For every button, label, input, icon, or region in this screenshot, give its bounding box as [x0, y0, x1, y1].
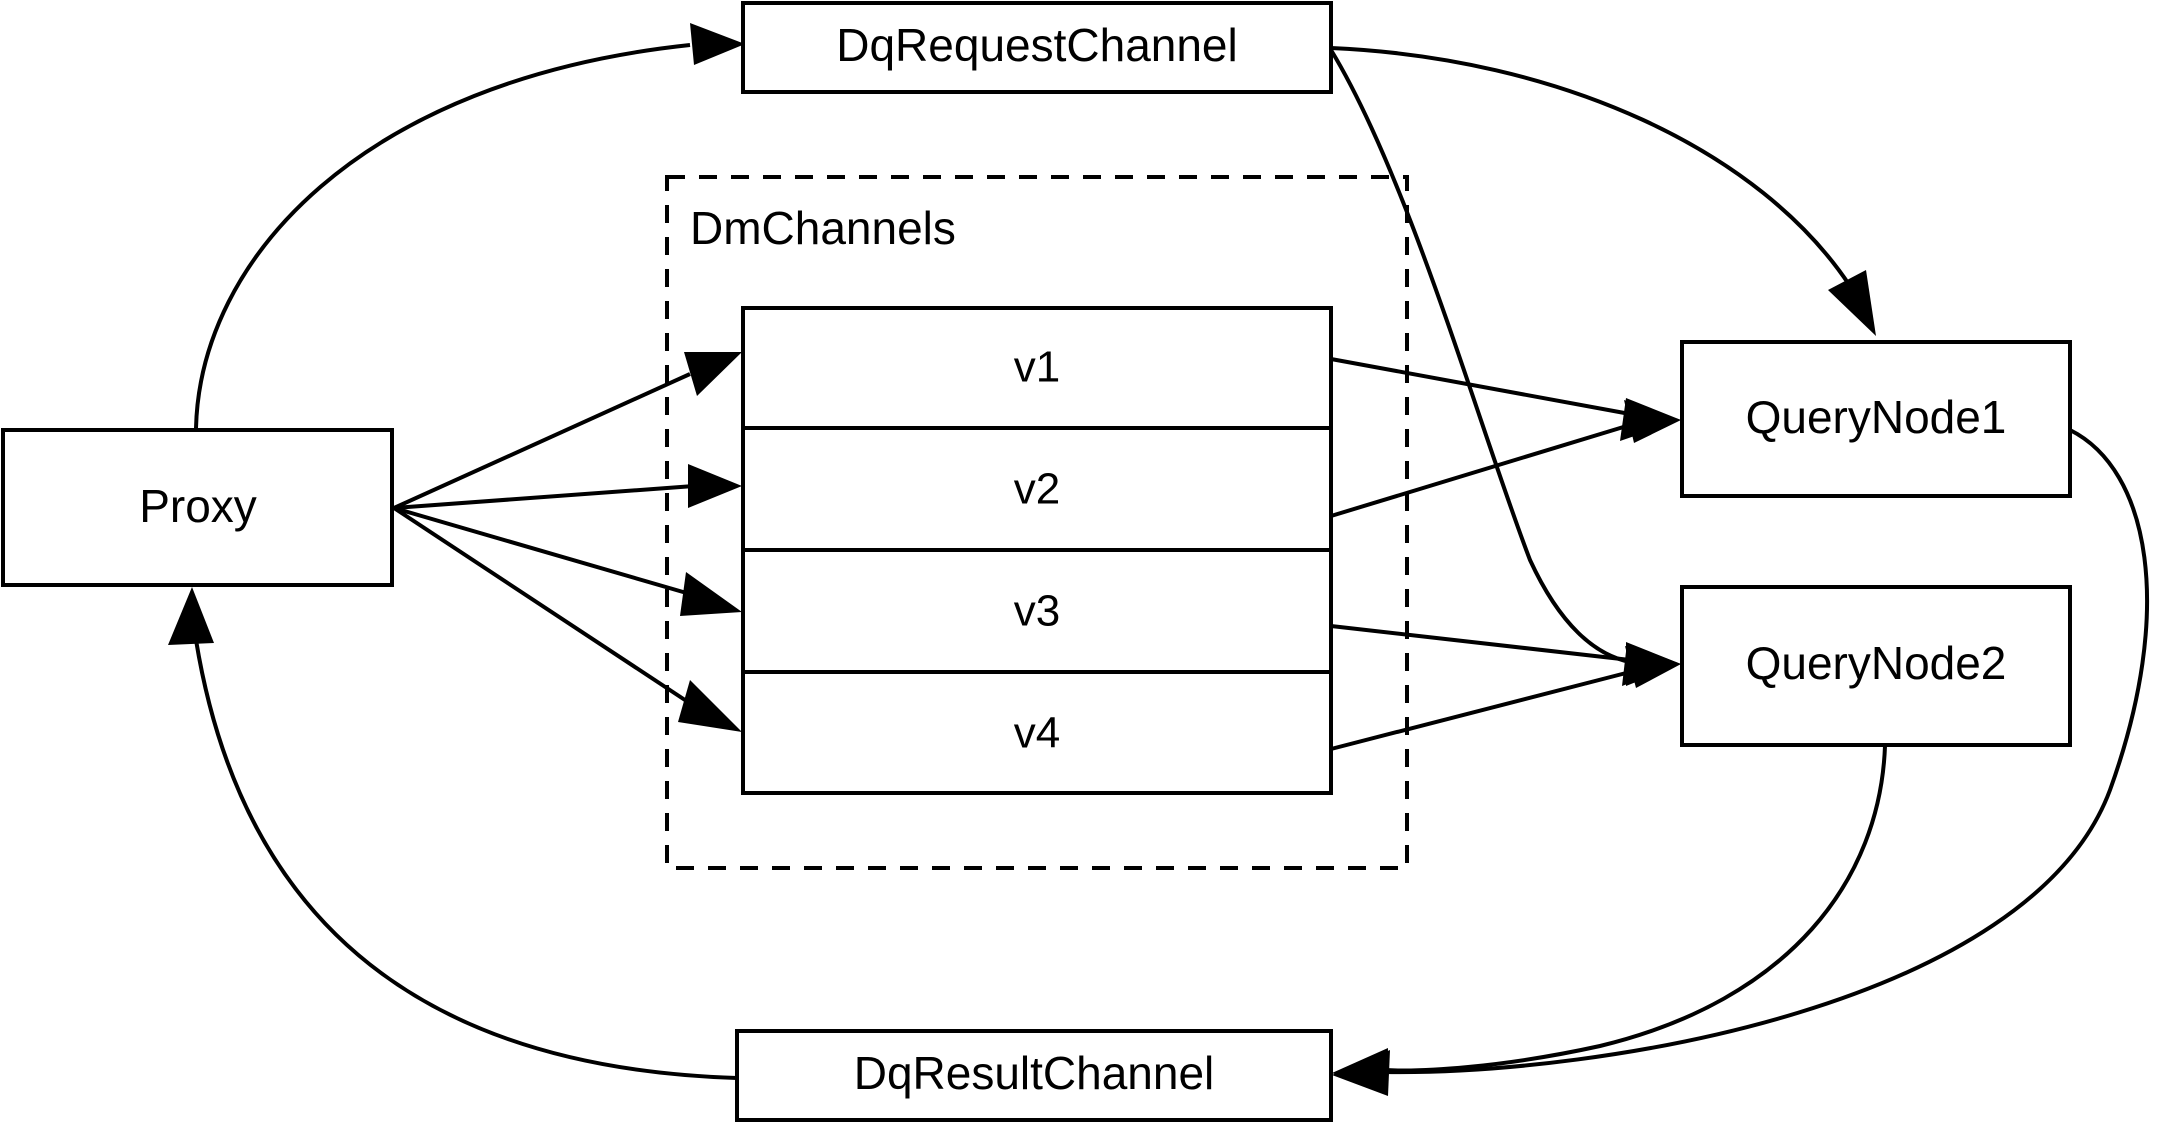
arrow-head-icon — [1332, 1048, 1388, 1094]
edge-proxy-to-dqrequestchannel — [194, 23, 745, 429]
edge-line — [393, 484, 695, 510]
edge-line — [1329, 48, 1631, 664]
node-dqrequestchannel-box[interactable] — [741, 1, 1333, 94]
node-dqrequestchannel-label: DqRequestChannel — [836, 19, 1238, 71]
edge-line — [1330, 624, 1631, 662]
arrow-head-icon — [684, 352, 742, 396]
edge-v2-to-querynode1 — [1330, 400, 1681, 518]
arrow-head-icon — [1828, 270, 1876, 336]
edge-proxy-to-v1 — [393, 352, 742, 510]
node-querynode1-label: QueryNode1 — [1746, 391, 2007, 443]
table-row-v1-label[interactable]: v1 — [1014, 343, 1060, 392]
edge-line — [392, 506, 690, 704]
arrow-head-icon — [1625, 646, 1681, 688]
node-dqresultchannel-label: DqResultChannel — [854, 1047, 1215, 1099]
edge-line — [1384, 745, 1887, 1073]
edge-line — [393, 372, 691, 510]
arrow-head-icon — [690, 23, 745, 65]
edge-line — [1330, 357, 1631, 416]
node-dqresultchannel[interactable]: DqResultChannel — [735, 1029, 1333, 1122]
arrow-head-icon — [680, 572, 742, 616]
edge-proxy-to-v3 — [393, 506, 742, 616]
table-row-v3-label[interactable]: v3 — [1014, 587, 1060, 636]
node-querynode2[interactable]: QueryNode2 — [1680, 585, 2072, 747]
node-proxy-box[interactable] — [1, 428, 394, 587]
arrow-head-icon — [678, 680, 742, 732]
edge-querynode1-to-dqresultchannel — [1332, 428, 2150, 1096]
edge-line — [1330, 670, 1631, 751]
node-proxy-label: Proxy — [139, 480, 257, 532]
node-querynode1-box[interactable] — [1680, 340, 2072, 498]
node-querynode1[interactable]: QueryNode1 — [1680, 340, 2072, 498]
dmchannels-group-border — [665, 175, 1409, 870]
edge-line — [194, 639, 738, 1080]
node-proxy[interactable]: Proxy — [1, 428, 394, 587]
edge-line — [1384, 428, 2150, 1075]
edge-dqrequestchannel-to-querynode1 — [1330, 46, 1876, 336]
edge-v4-to-querynode2 — [1330, 646, 1681, 751]
node-dqresultchannel-box[interactable] — [735, 1029, 1333, 1122]
node-dqrequestchannel[interactable]: DqRequestChannel — [741, 1, 1333, 94]
edge-querynode2-to-dqresultchannel — [1332, 745, 1887, 1094]
table-row-v2-label[interactable]: v2 — [1014, 465, 1060, 514]
dmchannels-group-label: DmChannels — [690, 202, 956, 254]
arrow-head-icon — [1624, 400, 1681, 443]
edge-line — [194, 43, 691, 429]
edge-proxy-to-v2 — [393, 464, 742, 510]
edge-line — [1330, 423, 1631, 518]
dmchannels-group: DmChannels — [665, 175, 1409, 870]
node-querynode2-box[interactable] — [1680, 585, 2072, 747]
arrow-head-icon — [168, 587, 214, 645]
edge-dqresultchannel-to-proxy — [168, 587, 738, 1080]
dmchannels-table: v1 v2 v3 v4 — [741, 306, 1333, 795]
arrow-head-icon — [688, 464, 742, 508]
edge-v1-to-querynode1 — [1330, 357, 1681, 441]
edge-proxy-to-v4 — [392, 506, 742, 732]
node-querynode2-label: QueryNode2 — [1746, 637, 2007, 689]
edge-line — [393, 506, 691, 596]
table-row-v4-label[interactable]: v4 — [1014, 709, 1060, 758]
edge-line — [1330, 46, 1852, 288]
